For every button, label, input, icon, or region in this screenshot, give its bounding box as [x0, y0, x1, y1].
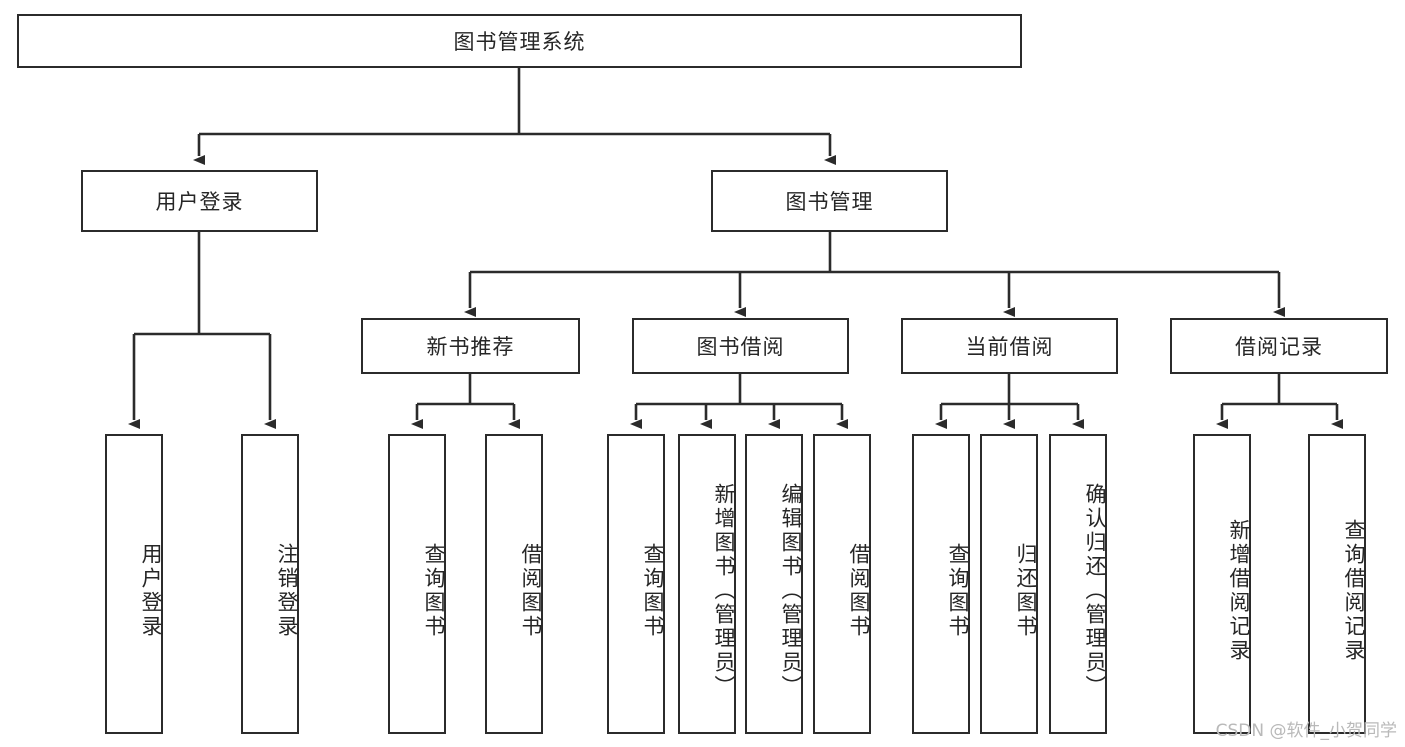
node-label: 借阅图书 [847, 543, 871, 639]
leaf-book-borrow-borrow-book[interactable]: 借阅图书 [813, 434, 871, 734]
node-label: 确认归还（管理员） [1083, 483, 1107, 699]
node-current-borrow[interactable]: 当前借阅 [901, 318, 1118, 374]
node-new-book-recommend[interactable]: 新书推荐 [361, 318, 580, 374]
leaf-user-login-login[interactable]: 用户登录 [105, 434, 163, 734]
node-borrow-record[interactable]: 借阅记录 [1170, 318, 1388, 374]
node-label: 新增借阅记录 [1227, 519, 1251, 663]
leaf-new-book-query-book[interactable]: 查询图书 [388, 434, 446, 734]
node-user-login[interactable]: 用户登录 [81, 170, 318, 232]
leaf-book-borrow-query-book[interactable]: 查询图书 [607, 434, 665, 734]
node-label: 当前借阅 [965, 335, 1054, 359]
node-label: 用户登录 [139, 543, 163, 639]
leaf-new-book-borrow-book[interactable]: 借阅图书 [485, 434, 543, 734]
leaf-current-borrow-return-book[interactable]: 归还图书 [980, 434, 1038, 734]
node-label: 图书管理系统 [453, 30, 586, 54]
leaf-borrow-record-query-record[interactable]: 查询借阅记录 [1308, 434, 1366, 734]
leaf-book-borrow-add-book-admin[interactable]: 新增图书（管理员） [678, 434, 736, 734]
node-book-borrow[interactable]: 图书借阅 [632, 318, 849, 374]
node-root-book-management-system[interactable]: 图书管理系统 [17, 14, 1022, 68]
leaf-borrow-record-add-record[interactable]: 新增借阅记录 [1193, 434, 1251, 734]
node-label: 用户登录 [155, 190, 244, 214]
node-label: 查询图书 [422, 543, 446, 639]
leaf-user-login-logout[interactable]: 注销登录 [241, 434, 299, 734]
leaf-book-borrow-edit-book-admin[interactable]: 编辑图书（管理员） [745, 434, 803, 734]
leaf-current-borrow-query-book[interactable]: 查询图书 [912, 434, 970, 734]
node-label: 借阅图书 [519, 543, 543, 639]
leaf-current-borrow-confirm-return-admin[interactable]: 确认归还（管理员） [1049, 434, 1107, 734]
node-label: 新书推荐 [426, 335, 515, 359]
node-book-management[interactable]: 图书管理 [711, 170, 948, 232]
node-label: 查询借阅记录 [1342, 519, 1366, 663]
node-label: 图书管理 [785, 190, 874, 214]
node-label: 归还图书 [1014, 543, 1038, 639]
node-label: 新增图书（管理员） [712, 483, 736, 699]
node-label: 图书借阅 [696, 335, 785, 359]
node-label: 借阅记录 [1235, 335, 1323, 359]
node-label: 查询图书 [641, 543, 665, 639]
node-label: 注销登录 [275, 543, 299, 639]
node-label: 查询图书 [946, 543, 970, 639]
node-label: 编辑图书（管理员） [779, 483, 803, 699]
csdn-watermark: CSDN @软件_小贺同学 [1215, 721, 1397, 741]
